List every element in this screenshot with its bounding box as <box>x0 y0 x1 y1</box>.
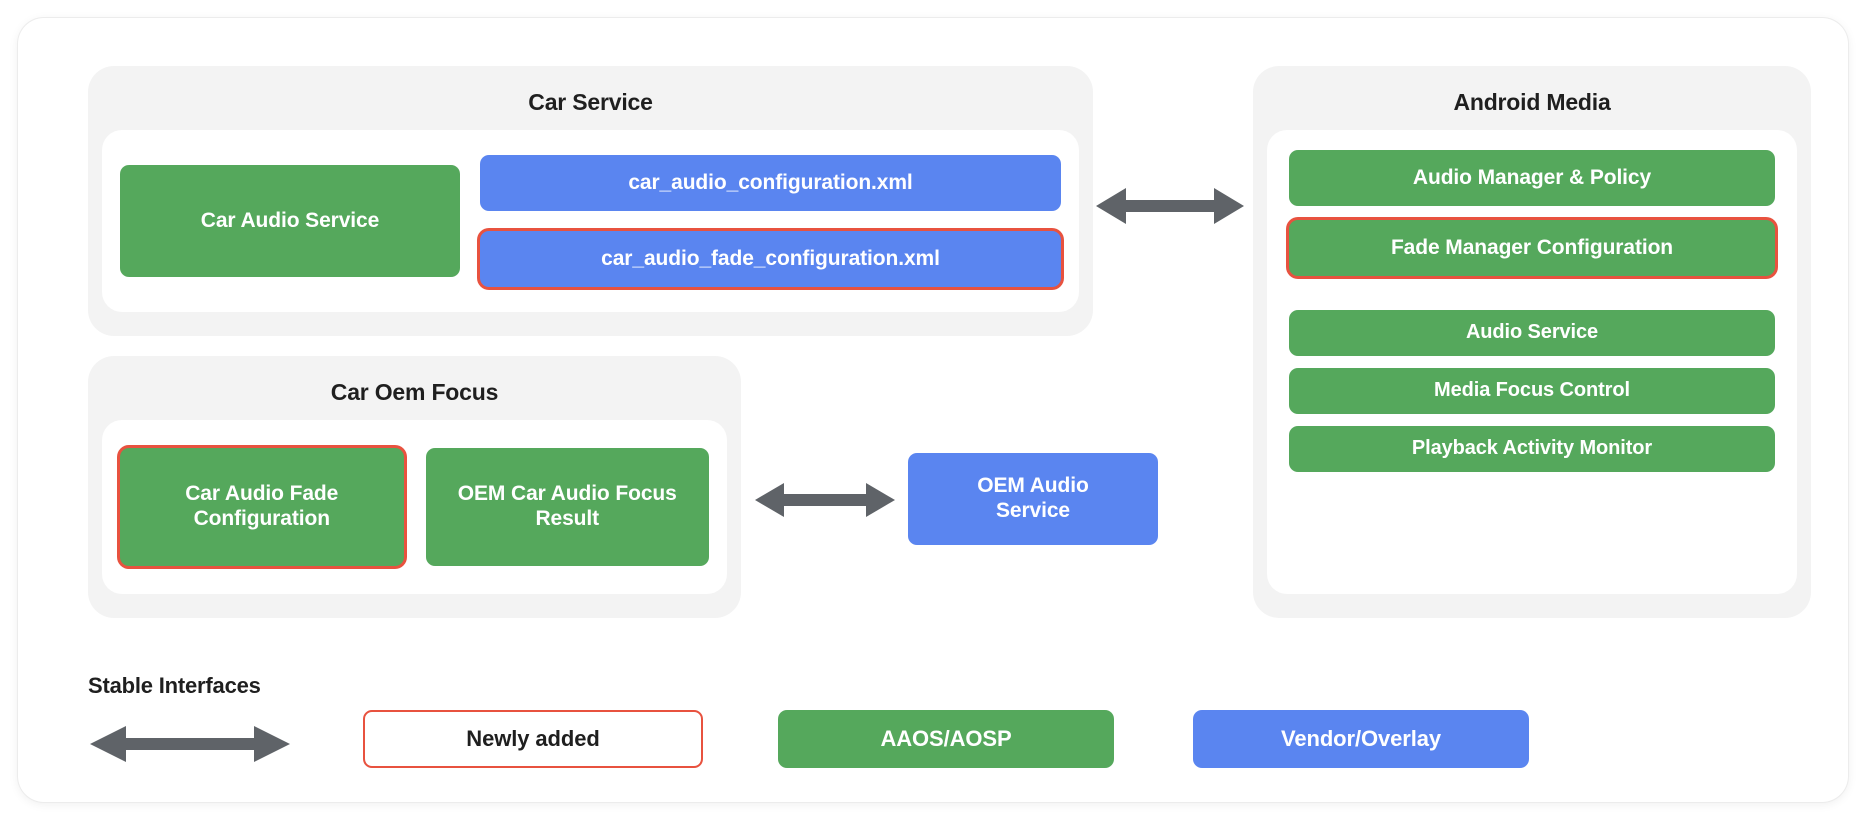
android-media-top-boxes: Audio Manager & Policy Fade Manager Conf… <box>1289 150 1775 276</box>
group-android-media-body: Audio Manager & Policy Fade Manager Conf… <box>1267 130 1797 594</box>
arrow-car-service-to-android-media <box>1096 188 1244 224</box>
box-car-audio-fade-configuration-xml[interactable]: car_audio_fade_configuration.xml <box>480 231 1061 287</box>
group-car-service-title: Car Service <box>528 89 653 115</box>
android-media-bottom-boxes: Audio Service Media Focus Control Playba… <box>1289 310 1775 472</box>
box-playback-activity-monitor[interactable]: Playback Activity Monitor <box>1289 426 1775 472</box>
group-car-oem-focus-title: Car Oem Focus <box>330 379 499 405</box>
legend-stable-interfaces-label: Stable Interfaces <box>88 673 261 698</box>
group-car-service-body: Car Audio Service car_audio_configuratio… <box>102 130 1079 312</box>
box-media-focus-control[interactable]: Media Focus Control <box>1289 368 1775 414</box>
group-android-media: Android Media Audio Manager & Policy Fad… <box>1253 66 1811 618</box>
oem-audio-service-line1: OEM Audio <box>977 474 1089 498</box>
group-car-service: Car Service Car Audio Service car_audio_… <box>88 66 1093 336</box>
box-oem-audio-service[interactable]: OEM Audio Service <box>908 453 1158 545</box>
group-car-oem-focus: Car Oem Focus Car Audio Fade Configurati… <box>88 356 741 618</box>
box-car-audio-fade-configuration[interactable]: Car Audio Fade Configuration <box>120 448 404 566</box>
box-oem-car-audio-focus-result[interactable]: OEM Car Audio Focus Result <box>425 448 709 566</box>
legend-item-vendor-overlay[interactable]: Vendor/Overlay <box>1193 710 1529 768</box>
car-service-config-files: car_audio_configuration.xml car_audio_fa… <box>480 155 1061 287</box>
legend-item-newly-added[interactable]: Newly added <box>363 710 703 768</box>
group-car-oem-focus-body: Car Audio Fade Configuration OEM Car Aud… <box>102 420 727 594</box>
box-car-audio-configuration-xml[interactable]: car_audio_configuration.xml <box>480 155 1061 211</box>
legend-item-aaos-aosp[interactable]: AAOS/AOSP <box>778 710 1114 768</box>
group-android-media-title: Android Media <box>1453 89 1611 115</box>
arrow-car-oem-focus-to-oem-audio-service <box>755 483 895 517</box>
box-audio-service[interactable]: Audio Service <box>1289 310 1775 356</box>
box-fade-manager-configuration[interactable]: Fade Manager Configuration <box>1289 220 1775 276</box>
arrow-stable-interfaces-icon <box>90 726 290 762</box>
box-car-audio-service[interactable]: Car Audio Service <box>120 165 460 277</box>
diagram-card: Car Service Car Audio Service car_audio_… <box>18 18 1848 802</box>
box-audio-manager-and-policy[interactable]: Audio Manager & Policy <box>1289 150 1775 206</box>
oem-audio-service-line2: Service <box>995 499 1071 522</box>
